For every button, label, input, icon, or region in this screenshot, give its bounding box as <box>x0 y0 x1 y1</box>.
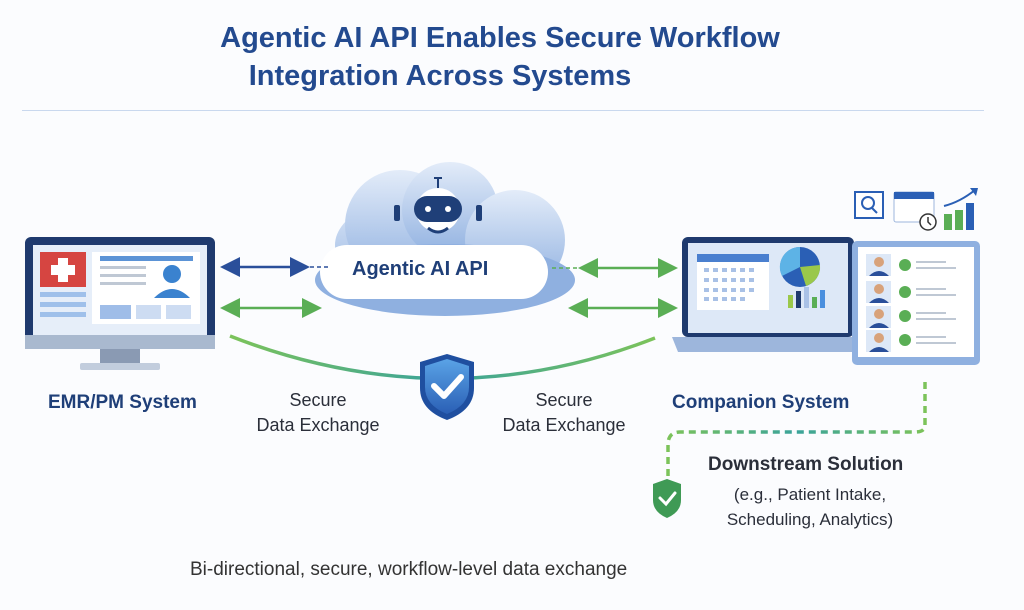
title-divider <box>22 110 984 111</box>
cloud-icon <box>315 162 575 316</box>
shield-check-icon <box>420 354 474 420</box>
search-icon <box>854 191 884 219</box>
right-exchange-line-2: Data Exchange <box>502 415 626 435</box>
companion-label: Companion System <box>672 392 850 413</box>
calendar-clock-icon <box>893 191 937 231</box>
downstream-shield-icon <box>653 479 681 518</box>
left-exchange-line-2: Data Exchange <box>256 415 380 435</box>
companion-tablet-icon <box>852 241 980 365</box>
right-exchange-line-1: Secure <box>535 390 593 410</box>
title-line-2: Integration Across Systems <box>248 60 632 92</box>
emr-monitor-icon <box>25 237 215 370</box>
user-avatar-icon <box>163 265 181 283</box>
downstream-examples: (e.g., Patient Intake, Scheduling, Analy… <box>700 482 920 532</box>
downstream-line-3: Scheduling, Analytics) <box>726 510 894 529</box>
title-line-1: Agentic AI API Enables Secure Workflow <box>220 22 780 54</box>
footer-caption: Bi-directional, secure, workflow-level d… <box>190 559 628 580</box>
left-exchange-line-1: Secure <box>289 390 347 410</box>
emr-label: EMR/PM System <box>48 392 197 413</box>
left-exchange-label: Secure Data Exchange <box>238 388 398 438</box>
downstream-title: Downstream Solution <box>708 454 904 475</box>
patient-list <box>866 254 956 352</box>
downstream-connector <box>666 382 927 476</box>
robot-icon <box>394 177 482 234</box>
right-exchange-label: Secure Data Exchange <box>484 388 644 438</box>
downstream-line-2: (e.g., Patient Intake, <box>733 485 887 504</box>
companion-laptop-icon <box>672 237 866 352</box>
api-label: Agentic AI API <box>352 258 489 280</box>
growth-chart-icon <box>943 188 978 230</box>
